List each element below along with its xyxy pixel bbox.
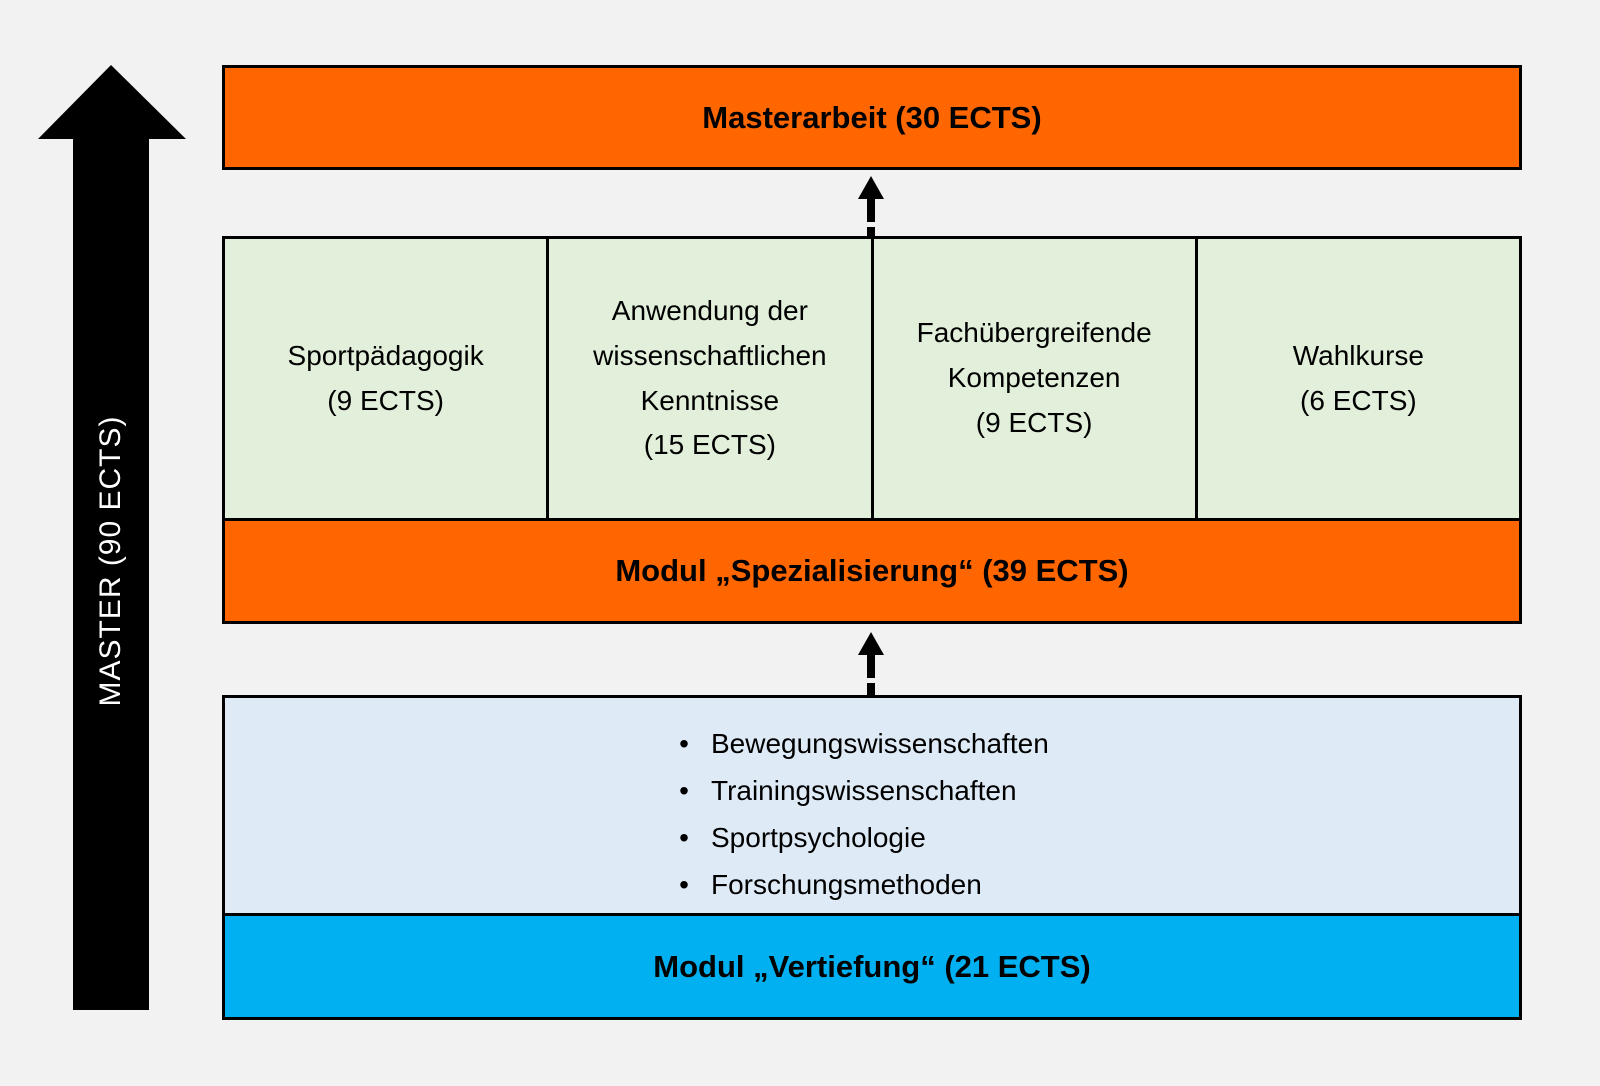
course-cell-wahlkurse: Wahlkurse (6 ECTS) <box>1194 239 1519 518</box>
topic-item: • Trainingswissenschaften <box>657 767 1049 814</box>
bullet-icon: • <box>679 727 689 759</box>
dashed-up-arrow-icon <box>858 632 884 696</box>
topic-item: • Forschungsmethoden <box>657 861 1049 908</box>
course-ects: (15 ECTS) <box>643 429 776 461</box>
course-name: Sportpädagogik <box>287 339 484 371</box>
vertiefung-label: Modul „Vertiefung“ (21 ECTS) <box>653 948 1091 984</box>
course-cell-fachuebergreifend: Fachübergreifende Kompetenzen (9 ECTS) <box>870 239 1195 518</box>
topic-item: • Sportpsychologie <box>657 814 1049 861</box>
bullet-icon: • <box>679 774 689 806</box>
course-name: Fachübergreifende Kompetenzen <box>916 317 1152 394</box>
topic-item: • Bewegungswissenschaften <box>657 720 1049 767</box>
masterarbeit-bar: Masterarbeit (30 ECTS) <box>222 65 1522 170</box>
topic-label: Forschungsmethoden <box>711 868 982 900</box>
vertiefung-topic-box: • Bewegungswissenschaften • Trainingswis… <box>222 695 1522 916</box>
topic-label: Trainingswissenschaften <box>711 774 1017 806</box>
topic-label: Bewegungswissenschaften <box>711 727 1049 759</box>
spezialisierung-bar: Modul „Spezialisierung“ (39 ECTS) <box>222 518 1522 624</box>
bullet-icon: • <box>679 821 689 853</box>
course-name: Anwendung der wissenschaftlichen Kenntni… <box>593 294 827 416</box>
master-up-arrow-icon <box>38 65 186 1010</box>
master-arrow-label: MASTER (90 ECTS) <box>94 415 127 707</box>
dashed-up-arrow-icon <box>858 176 884 240</box>
course-ects: (6 ECTS) <box>1300 384 1417 416</box>
masterarbeit-label: Masterarbeit (30 ECTS) <box>702 99 1042 135</box>
vertiefung-bar: Modul „Vertiefung“ (21 ECTS) <box>222 913 1522 1020</box>
topic-label: Sportpsychologie <box>711 821 926 853</box>
course-ects: (9 ECTS) <box>975 406 1093 438</box>
course-name: Wahlkurse <box>1292 339 1424 371</box>
course-cell-anwendung: Anwendung der wissenschaftlichen Kenntni… <box>546 239 870 518</box>
spezialisierung-label: Modul „Spezialisierung“ (39 ECTS) <box>615 553 1129 588</box>
course-cell-sportpaedagogik: Sportpädagogik (9 ECTS) <box>225 239 546 518</box>
bullet-icon: • <box>679 868 689 900</box>
course-ects: (9 ECTS) <box>327 384 444 416</box>
vertiefung-topic-list: • Bewegungswissenschaften • Trainingswis… <box>657 720 1049 908</box>
specialization-course-row: Sportpädagogik (9 ECTS) Anwendung der wi… <box>222 236 1522 521</box>
